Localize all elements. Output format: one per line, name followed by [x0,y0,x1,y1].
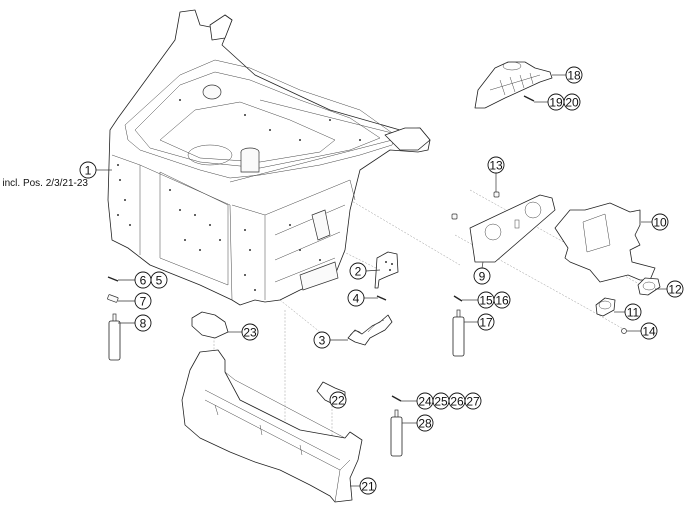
callout-8[interactable]: 8 [134,314,152,332]
callout-circle [473,267,491,285]
callout-18[interactable]: 18 [565,66,583,84]
cap-11-part[interactable] [595,297,616,317]
screw-19-20[interactable] [523,95,535,102]
callout-number: 12 [668,283,682,297]
frame-holes [117,99,361,291]
callout-circle [565,66,583,84]
callout-number: 6 [140,274,147,288]
crossmember-21[interactable] [181,349,363,503]
damper-28[interactable] [390,409,403,457]
callout-circle [241,323,259,341]
callout-7[interactable]: 7 [134,292,152,310]
callout-number: 26 [450,395,464,409]
callout-number: 9 [479,270,486,284]
callout-number: 23 [243,326,257,340]
callout-13[interactable]: 13 [487,156,505,174]
callout-2[interactable]: 2 [349,262,367,280]
callout-circle [329,391,347,409]
callout-circle [79,161,97,179]
callout-number: 14 [642,325,656,339]
callout-number: 16 [495,294,509,308]
cap-12-part[interactable] [637,277,661,296]
callout-circle [416,414,434,432]
callout-number: 11 [627,306,640,320]
callout-1[interactable]: 1 [79,161,97,179]
callout-circle [134,314,152,332]
note-included-positions: incl. Pos. 2/3/21-23 [2,178,88,189]
bracket-3-part[interactable] [347,314,393,346]
callout-number: 5 [156,274,163,288]
callout-number: 18 [567,69,581,83]
callout-number: 8 [140,317,147,331]
callout-circle [640,322,658,340]
callout-number: 24 [418,395,432,409]
stud-7[interactable] [107,294,119,303]
callout-circle [313,331,331,349]
callout-12[interactable]: 12 [666,280,684,298]
bolt-24-27[interactable] [391,395,402,402]
main-frame[interactable] [107,9,431,306]
callout-circle [347,289,365,307]
callout-number: 10 [653,216,667,230]
callout-number: 27 [466,395,480,409]
damper-17[interactable] [452,309,465,357]
callout-circle [134,292,152,310]
callout-9[interactable]: 9 [473,267,491,285]
callout-number: 3 [319,334,326,348]
callout-number: 2 [355,265,362,279]
callout-21[interactable]: 21 [359,477,377,495]
callout-number: 17 [479,316,493,330]
callout-17[interactable]: 17 [477,313,495,331]
callout-3[interactable]: 3 [313,331,331,349]
callout-number: 19 [549,96,563,110]
callout-number: 13 [489,159,503,173]
callout-4[interactable]: 4 [347,289,365,307]
callout-23[interactable]: 23 [241,323,259,341]
callout-circle [150,271,168,289]
callout-number: 25 [434,395,448,409]
mounting-plate-part[interactable] [469,194,556,263]
callout-circle [666,280,684,298]
callout-number: 15 [479,294,493,308]
bolt-15-16[interactable] [453,295,463,302]
callout-11[interactable]: 11 [624,303,642,321]
callout-28[interactable]: 28 [416,414,434,432]
callout-number: 7 [140,295,147,309]
callout-22[interactable]: 22 [329,391,347,409]
nut-14[interactable] [621,328,627,334]
callout-number: 20 [565,96,579,110]
screw-13[interactable] [451,191,500,220]
callout-circle [349,262,367,280]
callout-circle [493,291,511,309]
callout-number: 28 [418,417,432,431]
callout-circle [651,213,669,231]
bracket-2-part[interactable] [374,251,399,289]
callout-circle [464,392,482,410]
callout-14[interactable]: 14 [640,322,658,340]
callout-number: 1 [85,164,92,178]
bolt-5-6[interactable] [107,276,119,282]
callout-circle [624,303,642,321]
callout-circle [477,313,495,331]
damper-8[interactable] [108,313,121,361]
callout-10[interactable]: 10 [651,213,669,231]
bolt-4[interactable] [376,295,387,301]
bracket-top-part[interactable] [474,61,553,109]
callout-number: 4 [353,292,360,306]
callout-circle [487,156,505,174]
cover-plate-part[interactable] [554,202,656,283]
bracket-plate-23[interactable] [191,311,229,339]
callout-number: 21 [361,480,375,494]
callout-circle [359,477,377,495]
callout-number: 22 [331,394,345,408]
callout-circle [563,93,581,111]
